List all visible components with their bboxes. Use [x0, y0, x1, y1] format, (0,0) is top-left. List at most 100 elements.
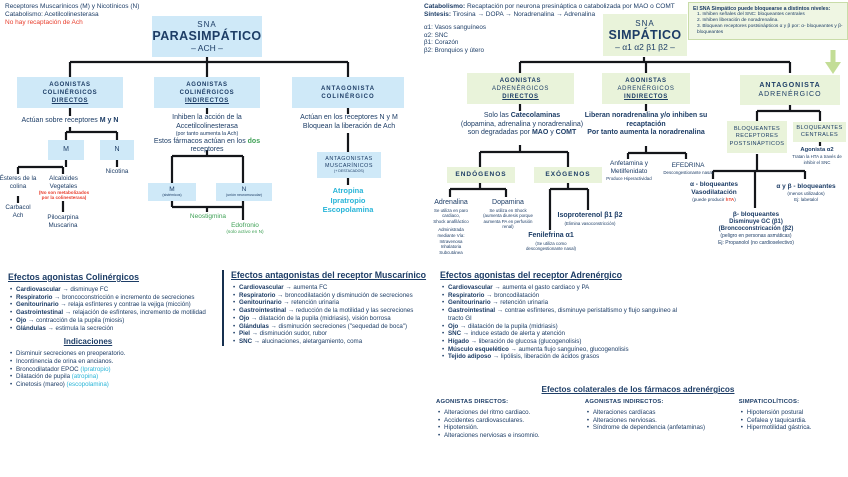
section-muscarinic-antagonist-effects: Efectos antagonistas del receptor Muscar… — [222, 270, 443, 346]
endogenous-box: ENDÓGENOS — [447, 167, 515, 183]
indirect-intro-main: Inhiben la acción de la Accetilcolineste… — [172, 114, 242, 130]
indirect-intro-paren: (por tanto aumenta la Ach) — [175, 131, 239, 138]
column-direct-agonists: AGONISTAS DIRECTOS: Alteraciones del rit… — [428, 399, 585, 440]
branch-cholinergic-antagonist: ANTAGONISTA COLINÉRGICO — [292, 77, 404, 108]
list-item: Genitourinario → relaja esfínteres y con… — [8, 301, 218, 309]
section-title: Efectos colaterales de los fármacos adre… — [541, 385, 735, 394]
side-effects-columns: AGONISTAS DIRECTOS: Alteraciones del rit… — [428, 399, 848, 440]
note-receptors: Receptores Muscarínicos (M) y Nicotínico… — [5, 3, 140, 10]
receptor-m-box: M — [48, 140, 84, 160]
branch-line: ANTAGONISTA — [320, 85, 376, 92]
beta-note: (peligro en personas asmáticas) Ej: Prop… — [718, 233, 794, 246]
isoproterenol-note: (Elimina vasoconstricción) — [564, 220, 616, 226]
receptor-b1: β1: Corazón — [424, 39, 459, 47]
section-title: Efectos antagonistas del receptor Muscar… — [231, 270, 427, 280]
drug-fenilefrina: Fenilefrina α1 (Se utiliza como desconge… — [516, 232, 586, 252]
column-header: AGONISTAS DIRECTOS: — [436, 399, 509, 405]
list-item: Cinetosis (mareo) (escopolamina) — [8, 381, 218, 389]
ab-blockers-note: (menos utilizados) Ej: labetalol — [787, 191, 825, 202]
beta-gc: Disminuye GC (β1) — [729, 219, 783, 225]
receptor-a1: α1: Vasos sanguíneos — [424, 24, 486, 31]
note-item: 3. Bloquean receptores postsinápticos α … — [697, 24, 843, 36]
list-item: Respiratorio → broncodilatación — [440, 292, 678, 300]
sympathetic-root-box: SNA SIMPÁTICO – α1 α2 β1 β2 – — [603, 14, 687, 56]
parasympathetic-notes: Receptores Muscarínicos (M) y Nicotínico… — [5, 3, 215, 27]
direct-intro: Actúan sobre receptores M y N — [8, 117, 132, 126]
list-item: Tejido adiposo → lipólisis, liberación d… — [440, 353, 678, 361]
section-title: Efectos agonistas Colinérgicos — [8, 272, 140, 282]
list-item: Alteraciones del ritmo cardiaco. — [436, 409, 585, 417]
root-subtitle: – α1 α2 β1 β2 – — [615, 41, 675, 52]
box-line: ANTAGONISTAS — [325, 156, 373, 163]
indirect-intro: Inhiben la acción de la Accetilcolineste… — [138, 114, 276, 155]
intro-examples: (dopamina, adrenalina y noradrenalina) — [460, 120, 584, 128]
list-item: Hipotensión postural — [739, 409, 848, 417]
indications-list: Disminuir secreciones en preoperatorio. … — [8, 350, 218, 389]
alpha-blockers-title: α - bloqueantes Vasodilatación — [689, 181, 739, 196]
adrenalina-uses: Se utiliza en paro cardiaco, Shock anafi… — [433, 207, 469, 224]
ab-blockers-title: α y β - bloqueantes — [776, 183, 836, 190]
root-pre-label: SNA — [635, 18, 655, 28]
adrenalina-routes: Administrada mediante Vía: Intravenosa I… — [437, 227, 465, 255]
synthesis-lead: Síntesis: — [424, 11, 452, 18]
catabolism-text: Recaptación por neurona presináptica o c… — [465, 3, 675, 10]
drug-anfetamina: Anfetamina y Metilfenidato Produce Hiper… — [596, 160, 662, 182]
branch-adrenergic-indirect: AGONISTAS ADRENÉRGICOS INDIRECTOS — [602, 73, 690, 104]
branch-line: DIRECTOS — [502, 93, 539, 100]
list-item: Respiratorio → broncoconstricción e incr… — [8, 294, 218, 302]
branch-line: AGONISTAS — [186, 81, 228, 88]
synthesis-text: Tirosina → DOPA → Noradrenalina → Adrena… — [451, 11, 596, 18]
list-item: Ojo → dilatación de la pupila (midriasis… — [440, 323, 678, 331]
list-item: Alteraciones nerviosas e insomnio. — [436, 432, 585, 440]
branch-adrenergic-antagonist: ANTAGONISTA ADRENÉRGICO — [740, 75, 840, 105]
beta-blockers: β- bloqueantes Disminuye GC (β1) (Bronco… — [706, 211, 806, 246]
adrenergic-direct-intro: Solo las Catecolaminas (dopamina, adrena… — [438, 112, 606, 138]
branch-line: ADRENÉRGICOS — [491, 85, 550, 92]
drug-nicotina: Nicotina — [105, 168, 129, 175]
alcaloides-warning: (No son metabolizados por la colinestera… — [38, 190, 90, 201]
indirect-n-sub: (unión neuromuscular) — [226, 193, 262, 198]
drug-adrenalina: Adrenalina Se utiliza en paro cardiaco, … — [426, 199, 476, 255]
anfetamina-note: Produce Hiperactividad — [606, 176, 652, 181]
efedrina-name: EFEDRINA — [671, 162, 705, 169]
note-item: 2. Inhiben liberación de noradrenalina. — [697, 18, 779, 24]
direct-intro-text: Actúan sobre receptores — [21, 117, 100, 124]
section-adrenergic-side-effects: Efectos colaterales de los fármacos adre… — [428, 384, 848, 440]
branch-line: COLINÉRGICO — [321, 93, 375, 100]
effects-list: Cardiovascular → disminuye FC Respirator… — [8, 286, 218, 332]
root-title: PARASIMPÁTICO — [152, 29, 262, 43]
branch-line: AGONISTAS — [49, 81, 91, 88]
list-item: Broncodilatador EPOC (Ipratropio) — [8, 366, 218, 374]
central-note: Tratan la HTA a través de inhibir el SNC — [792, 154, 842, 165]
adrenergic-indirect-intro: Liberan noradrenalina y/o inhiben su rec… — [584, 112, 708, 137]
list-item: Dilatación de pupila (atropina) — [8, 373, 218, 381]
indirect-m-box: M (sistémicos) — [148, 183, 196, 201]
list-item: Genitourinario → retención urinaria — [440, 299, 678, 307]
list-item: Hipermotilidad gástrica. — [739, 424, 848, 432]
alpha-beta-blockers: α y β - bloqueantes (menos utilizados) E… — [764, 183, 848, 203]
indirect-intro-text: Estos fármacos actúan en los — [153, 137, 248, 145]
section-title: Efectos agonistas del receptor Adrenérgi… — [440, 270, 623, 280]
root-subtitle: – ACH – — [191, 43, 223, 53]
alpha-note-end: ) — [734, 197, 736, 202]
intro-text: y — [548, 129, 556, 137]
box-line: MUSCARÍNICOS — [325, 162, 373, 169]
column-indirect-agonists: AGONISTAS INDIRECTOS: Alteraciones cardí… — [585, 399, 739, 440]
indirect-n-box: N (unión neuromuscular) — [216, 183, 272, 201]
list-item: Gastrointestinal → reducción de la motil… — [231, 307, 443, 315]
indirect-intro-dos: dos — [247, 137, 261, 145]
drug-neostigmina: Neostigmina — [189, 213, 227, 220]
efedrina-note: Descongestionante nasal — [663, 170, 713, 175]
anfetamina-name: Anfetamina y Metilfenidato — [610, 160, 648, 175]
branch-line: AGONISTAS — [625, 77, 667, 84]
beta-blockers-title: β- bloqueantes — [732, 211, 780, 218]
list-item: Ojo → contracción de la pupila (miosis) — [8, 317, 218, 325]
receptor-n-box: N — [100, 140, 134, 160]
branch-line: COLINÉRGICOS — [179, 89, 235, 96]
antagonist-intro: Actúan en los receptores N y M Bloquean … — [300, 114, 398, 130]
drug-isoproterenol: Isoproterenol β1 β2 (Elimina vasoconstri… — [552, 212, 628, 226]
branch-cholinergic-direct: AGONISTAS COLINÉRGICOS DIRECTOS — [17, 77, 123, 108]
branch-line: INDIRECTOS — [185, 97, 229, 104]
list-item: Incontinencia de orina en ancianos. — [8, 358, 218, 366]
postsynaptic-blockers-box: BLOQUEANTES RECEPTORES POSTSINÁPTICOS — [727, 121, 787, 153]
